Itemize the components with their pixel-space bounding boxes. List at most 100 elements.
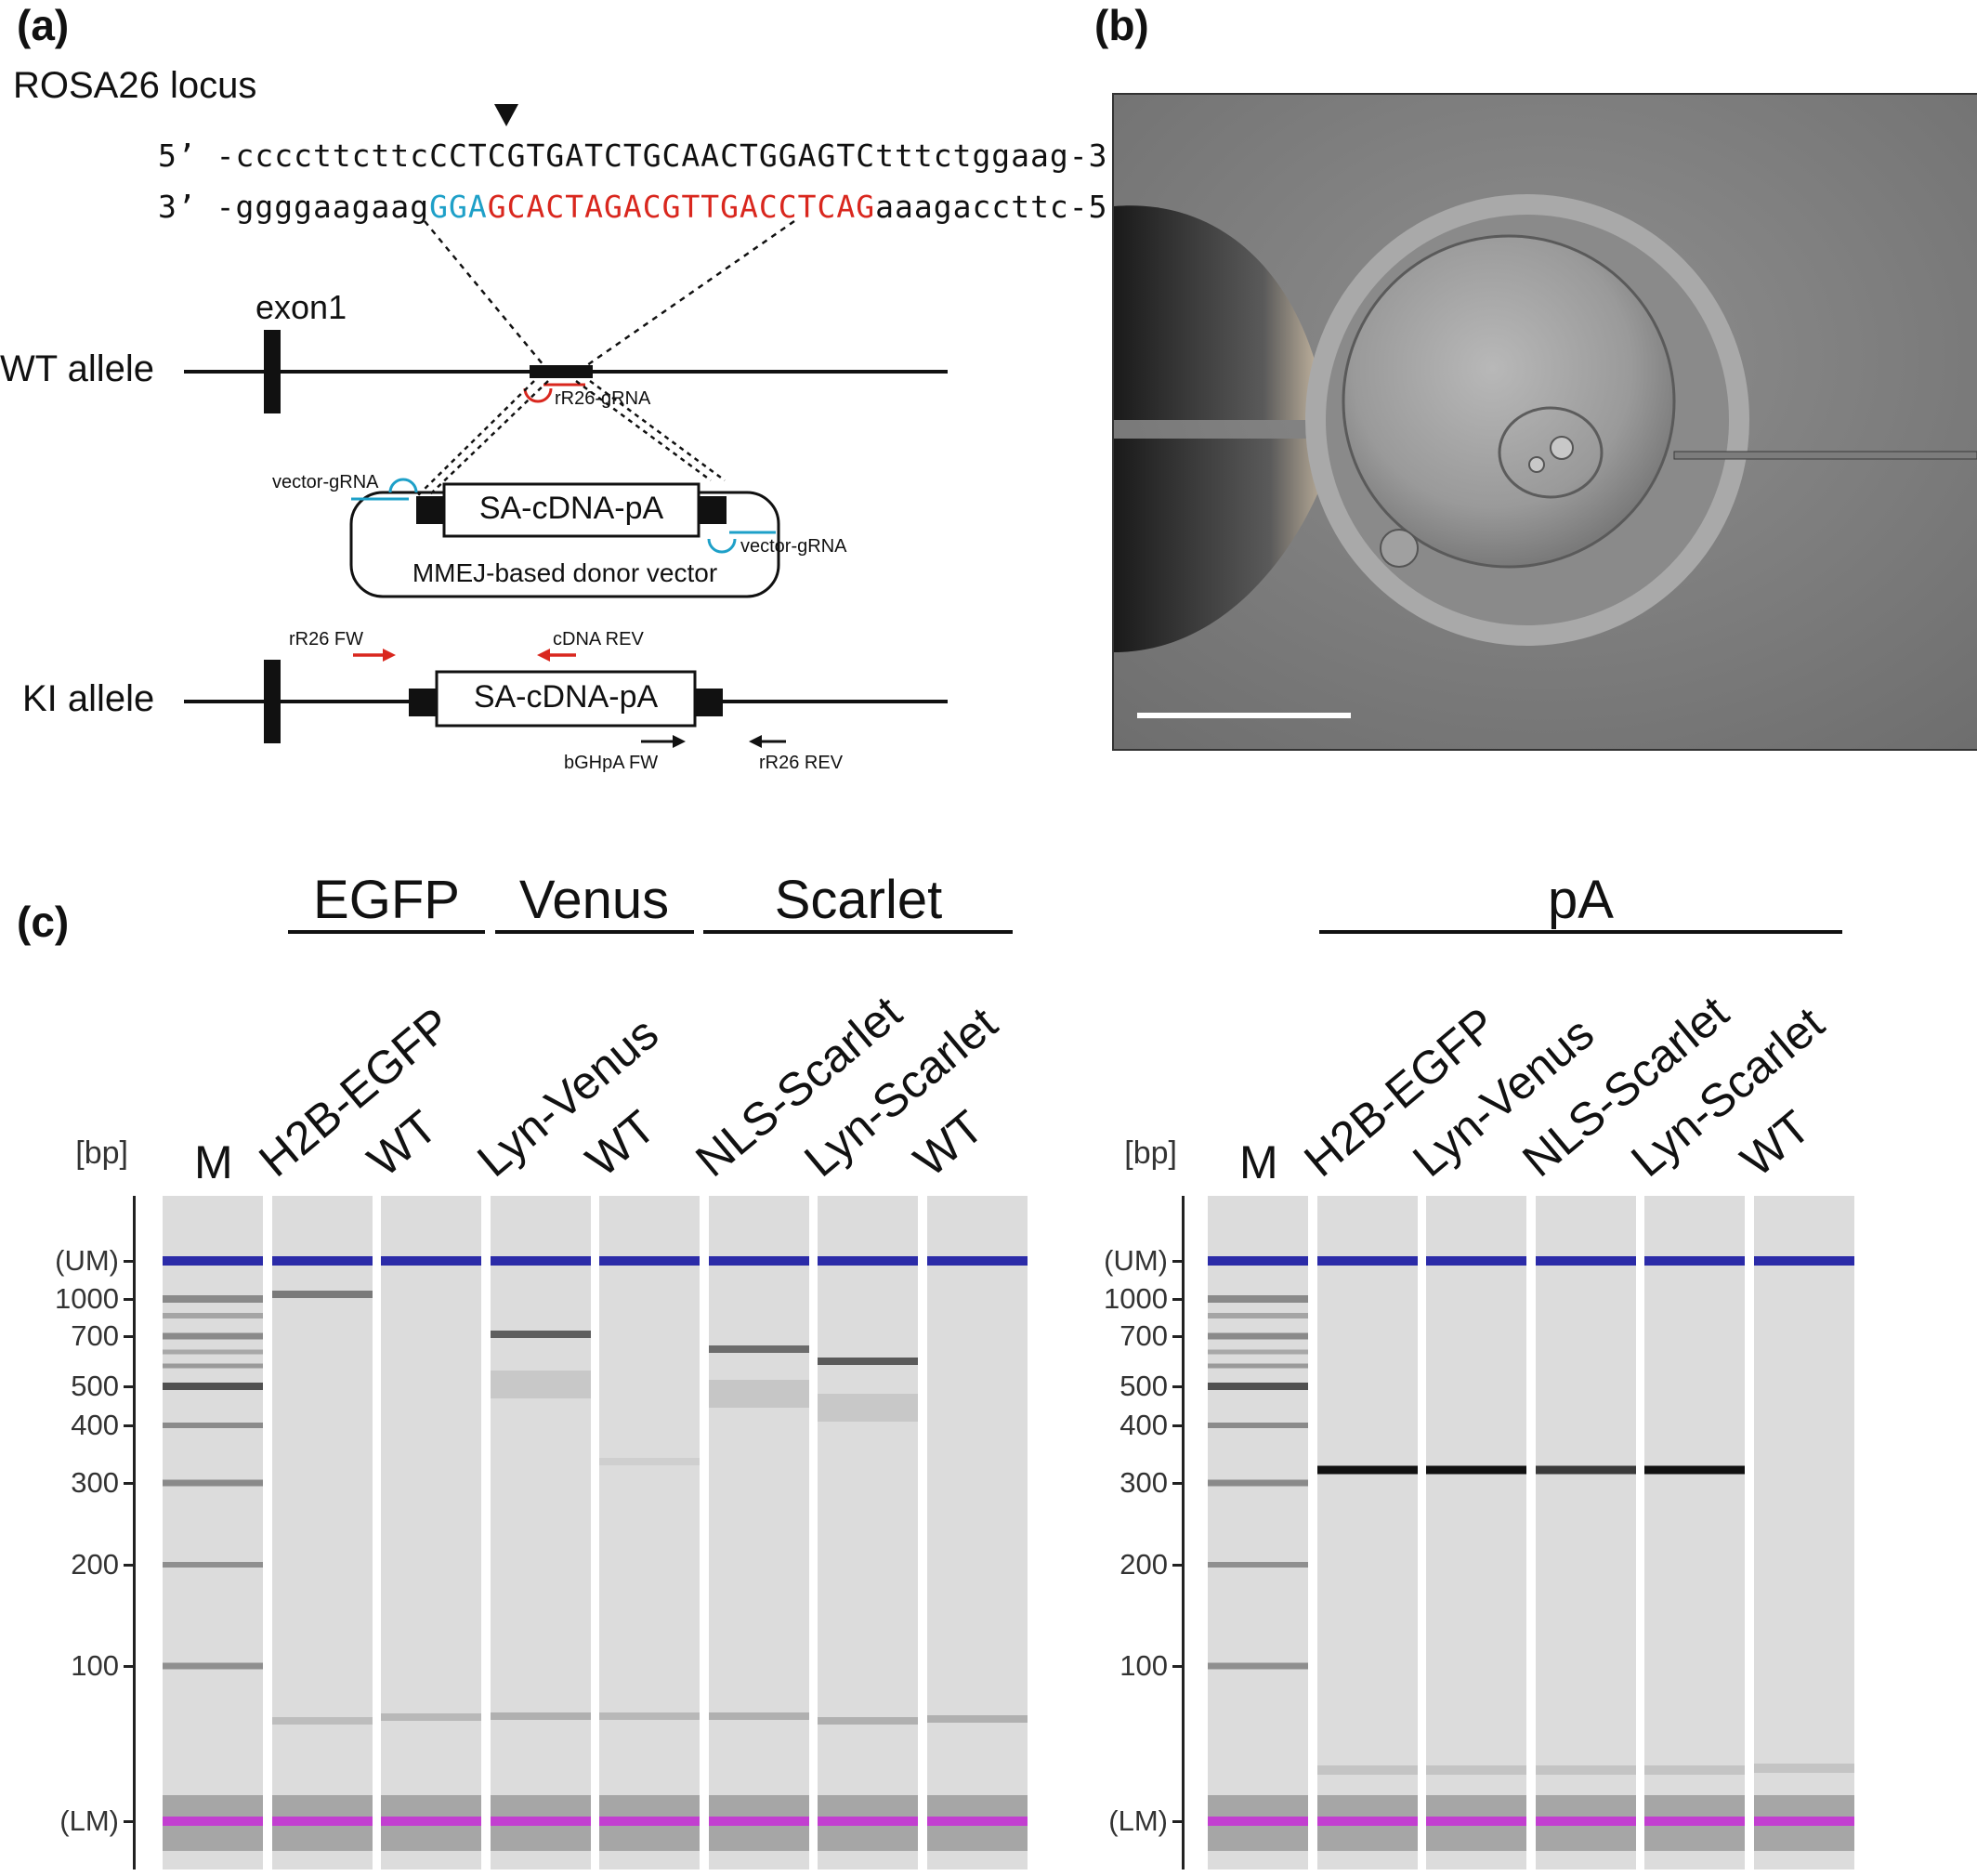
gel-left-ladder-label-3: 500 [31,1370,119,1403]
gel-right-lane-0-band-7 [1208,1480,1308,1487]
gel-left-ladder-label-6: 200 [31,1548,119,1581]
gel-right-lane-4-band-0 [1644,1466,1745,1475]
gel-right-ladder-label-6: 200 [1080,1548,1168,1581]
gel-right-ladder-tick-8 [1172,1820,1184,1823]
gel-left-lane-0-band-6 [163,1423,263,1428]
gel-left-bp-header: [bp] [40,1135,128,1172]
gel-right-ladder-label-1: 1000 [1080,1282,1168,1316]
gel-left-lane-6 [818,1196,918,1869]
gel-left-lane-5-band-1 [709,1380,809,1408]
gel-right-lane-4-upper-marker [1644,1256,1745,1266]
gel-left-lane-6-upper-marker [818,1256,918,1266]
gel-left-axis-line [133,1196,136,1869]
gel-left-lane-1-lower-marker [272,1817,373,1826]
gel-right-bp-header: [bp] [1089,1135,1177,1172]
gel-right-lane-5-band-0 [1754,1764,1854,1773]
gel-right-lane-3-upper-marker [1536,1256,1636,1266]
gel-right-lane-1-lower-marker [1317,1817,1418,1826]
gel-left-lane-2-upper-marker [381,1256,481,1266]
gel-left-lane-0-band-7 [163,1480,263,1487]
gel-right: [bp](UM)1000700500400300200100(LM)MH2B-E… [1050,0,1977,1876]
gel-left-lane-0-band-0 [163,1295,263,1303]
gel-right-lane-2-band-1 [1426,1765,1526,1775]
gel-left-lane-7 [927,1196,1028,1869]
gel-left-lane-0-lower-marker [163,1817,263,1826]
gel-left-lane-0-band-1 [163,1313,263,1318]
gel-left-lane-4 [599,1196,700,1869]
gel-left-lane-0-band-9 [163,1663,263,1670]
gel-right-lane-1 [1317,1196,1418,1869]
gel-right-lane-3-band-1 [1536,1765,1636,1775]
gel-left-lane-2-lower-marker [381,1817,481,1826]
gel-left-lane-0-band-2 [163,1333,263,1340]
gel-left-lane-5-lower-marker [709,1817,809,1826]
gel-right-lane-0-band-2 [1208,1333,1308,1340]
gel-right-lane-4 [1644,1196,1745,1869]
gel-right-lane-4-band-1 [1644,1765,1745,1775]
gel-right-lane-0-band-3 [1208,1350,1308,1355]
gel-left-ladder-tick-1 [124,1298,135,1301]
gel-right-lane-2-band-0 [1426,1466,1526,1475]
gel-left-lane-1-upper-marker [272,1256,373,1266]
gel-right-lane-2 [1426,1196,1526,1869]
gel-right-ladder-label-4: 400 [1080,1409,1168,1442]
gel-right-ladder-tick-2 [1172,1335,1184,1338]
gel-right-lane-5 [1754,1196,1854,1869]
gel-left-lane-3-band-2 [491,1712,591,1720]
gel-left-lane-7-band-0 [927,1715,1028,1723]
gel-right-ladder-tick-5 [1172,1482,1184,1485]
gel-left-lane-5-upper-marker [709,1256,809,1266]
gel-right-lane-0-upper-marker [1208,1256,1308,1266]
gel-right-ladder-tick-7 [1172,1665,1184,1668]
gel-left-ladder-tick-6 [124,1564,135,1567]
gel-right-ladder-tick-0 [1172,1260,1184,1263]
gel-right-lane-0 [1208,1196,1308,1869]
gel-left-lane-1-band-0 [272,1291,373,1298]
gel-left-lane-3-band-1 [491,1371,591,1398]
gel-right-ladder-label-2: 700 [1080,1319,1168,1353]
gel-right-lane-0-lower-marker [1208,1817,1308,1826]
gel-left-lane-3 [491,1196,591,1869]
gel-left-ladder-label-1: 1000 [31,1282,119,1316]
gel-right-ladder-tick-4 [1172,1424,1184,1427]
gel-right-lane-5-upper-marker [1754,1256,1854,1266]
gel-right-lane-3-lower-marker [1536,1817,1636,1826]
gel-left-lane-7-bg [927,1196,1028,1869]
gel-left-ladder-tick-0 [124,1260,135,1263]
gel-left-ladder-tick-5 [124,1482,135,1485]
gel-left-lane-2 [381,1196,481,1869]
gel-right-lane-0-band-0 [1208,1295,1308,1303]
gel-right-ladder-label-0: (UM) [1080,1244,1168,1278]
gel-left-lane-name-1: H2B-EGFP [248,997,461,1187]
gel-right-lane-4-lower-marker [1644,1817,1745,1826]
gel-left-lane-4-band-0 [599,1458,700,1465]
gel-left-lane-6-band-0 [818,1358,918,1365]
gel-left-ladder-label-0: (UM) [31,1244,119,1278]
gel-left-lane-6-lower-marker [818,1817,918,1826]
gel-left-lane-4-band-1 [599,1712,700,1720]
gel-right-lane-name-0: M [1239,1135,1278,1189]
gel-right-ladder-tick-3 [1172,1385,1184,1388]
gel-left-lane-4-upper-marker [599,1256,700,1266]
gel-left-lane-3-lower-marker [491,1817,591,1826]
gel-left-ladder-tick-8 [124,1820,135,1823]
gel-left-lane-0-band-3 [163,1350,263,1355]
gel-left-lane-4-bg [599,1196,700,1869]
gel-left-ladder-tick-2 [124,1335,135,1338]
gel-left-lane-2-band-0 [381,1713,481,1721]
gel-left-ladder-label-8: (LM) [31,1804,119,1838]
gel-right-lane-0-band-5 [1208,1383,1308,1390]
gel-right-lane-3-band-0 [1536,1466,1636,1475]
gel-left-lane-3-band-0 [491,1331,591,1338]
gel-left-ladder-label-2: 700 [31,1319,119,1353]
gel-left-lane-3-bg [491,1196,591,1869]
gel-right-axis-line [1182,1196,1185,1869]
gel-right-ladder-label-5: 300 [1080,1466,1168,1500]
gel-right-lane-0-band-8 [1208,1562,1308,1568]
gel-right-lane-2-upper-marker [1426,1256,1526,1266]
gel-left-lane-6-bg [818,1196,918,1869]
gel-left-lane-5-band-0 [709,1345,809,1353]
gel-left-lane-5-band-2 [709,1712,809,1720]
gel-left-lane-1 [272,1196,373,1869]
